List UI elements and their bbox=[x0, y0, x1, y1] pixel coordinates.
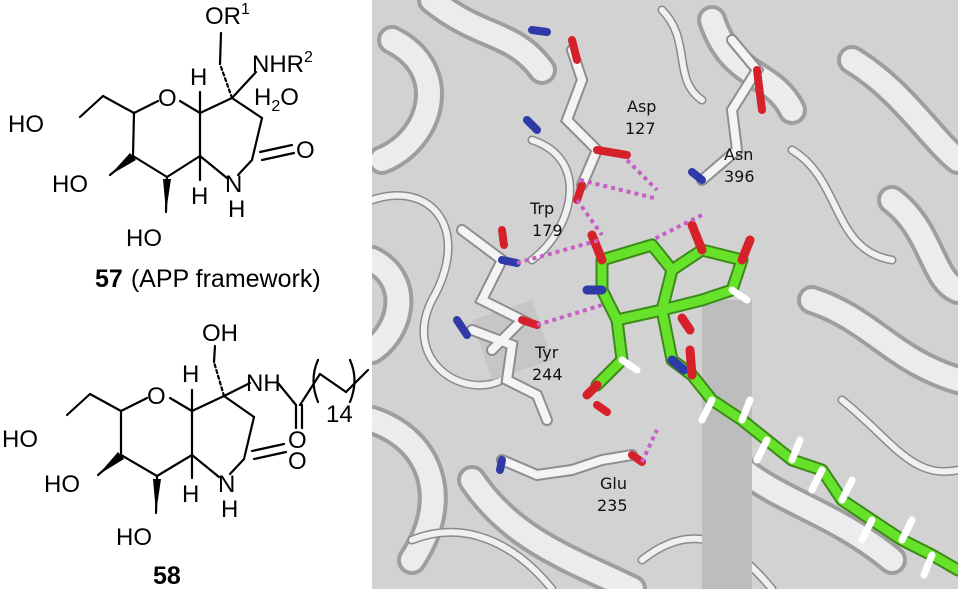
ligand-sticks bbox=[582, 220, 958, 579]
c57-h-top: H bbox=[190, 64, 207, 91]
c57-caption: 57(APP framework) bbox=[95, 265, 321, 293]
c57-ho-mid: HO bbox=[52, 171, 88, 198]
c58-ho-bottom: HO bbox=[116, 524, 152, 551]
c58-nh-label: NH bbox=[246, 370, 281, 397]
c57-nh-h: H bbox=[228, 196, 245, 223]
c58-carbonyl-oxygen: O bbox=[288, 448, 307, 475]
c57-h-bottom: H bbox=[191, 183, 208, 210]
c58-ring-oxygen: O bbox=[147, 383, 166, 410]
c57-carbonyl-oxygen: O bbox=[296, 137, 315, 164]
c58-ho-mid: HO bbox=[44, 471, 80, 498]
c57-or1-label: OR1 bbox=[205, 1, 250, 30]
c57-nh-n: N bbox=[225, 171, 242, 198]
c57-ring-oxygen: O bbox=[158, 85, 177, 112]
c58-nh-n: N bbox=[218, 471, 235, 498]
residue-sticks bbox=[453, 26, 766, 482]
c58-caption: 58 bbox=[153, 562, 181, 589]
hydrogen-bonds bbox=[516, 158, 703, 463]
structures-svg: OR1 NHR2 H2O HO O H O HO N H H HO 57(APP… bbox=[2, 1, 370, 590]
c58-chain-count: 14 bbox=[326, 401, 353, 428]
c58-oh-label: OH bbox=[202, 320, 238, 347]
c58-h-bottom: H bbox=[182, 481, 199, 508]
protein-ribbons bbox=[372, 0, 958, 589]
c58-amide-oxygen: O bbox=[288, 427, 307, 454]
c57-ho-bottom: HO bbox=[126, 225, 162, 252]
c58-ho-top: HO bbox=[2, 426, 38, 453]
c57-ho-top: HO bbox=[8, 111, 44, 138]
c57-nhr2-label: NHR2 bbox=[252, 49, 313, 78]
c57-water-label: H2O bbox=[254, 84, 299, 115]
c58-nh-h: H bbox=[221, 496, 238, 523]
chemical-structures-panel: OR1 NHR2 H2O HO O H O HO N H H HO 57(APP… bbox=[0, 0, 372, 590]
c58-h-top: H bbox=[182, 361, 199, 388]
